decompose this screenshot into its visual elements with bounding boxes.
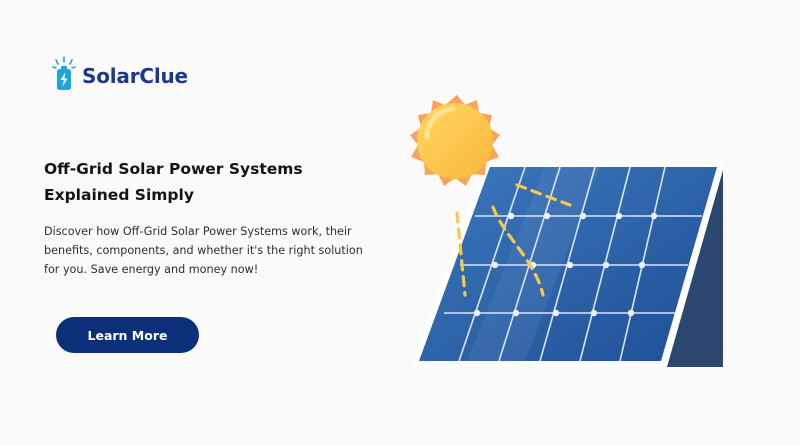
solar-illustration	[410, 95, 725, 367]
hero-description: Discover how Off-Grid Solar Power System…	[44, 225, 363, 276]
battery-bolt-icon	[52, 56, 76, 90]
brand-logo[interactable]: SolarClue	[50, 54, 188, 94]
page-title: Off-Grid Solar Power Systems Explained S…	[44, 160, 303, 204]
learn-more-button[interactable]: Learn More	[56, 317, 199, 353]
sun-beams	[455, 183, 572, 297]
sun-icon	[410, 95, 500, 186]
solar-panel-icon	[412, 163, 725, 367]
brand-name: SolarClue	[82, 63, 188, 88]
